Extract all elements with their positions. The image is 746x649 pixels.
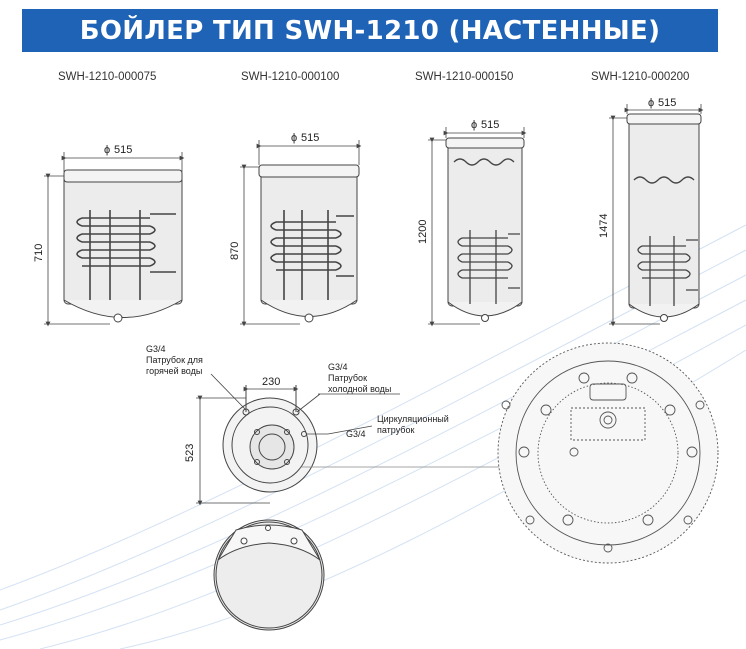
cold-pipe-thread: G3/4 [328, 362, 348, 372]
height-200: 1474 [598, 214, 610, 238]
circ-pipe-label-1: Циркуляционный [377, 414, 449, 424]
diameter-symbol-150: ϕ [471, 119, 477, 131]
tank-100 [258, 164, 360, 323]
circ-pipe-thread: G3/4 [346, 429, 366, 439]
cold-pipe-label-1: Патрубок [328, 373, 367, 383]
hot-pipe-label-1: Патрубок для [146, 355, 203, 365]
dim-150 [428, 127, 527, 327]
diameter-150: 515 [481, 119, 499, 131]
hot-pipe-label-2: горячей воды [146, 366, 202, 376]
depth-dim: 523 [184, 444, 196, 462]
page-title: БОЙЛЕР ТИП SWH-1210 (НАСТЕННЫЕ) [79, 15, 661, 46]
model-label-100: SWH-1210-000100 [241, 71, 340, 83]
height-150: 1200 [417, 220, 429, 244]
plan-view [222, 385, 318, 493]
model-label-150: SWH-1210-000150 [415, 71, 514, 83]
diameter-symbol-200: ϕ [648, 97, 654, 109]
diameter-symbol-100: ϕ [291, 132, 297, 144]
dim-100 [240, 140, 362, 327]
dim-75 [44, 152, 185, 327]
height-100: 870 [229, 242, 241, 260]
tank-200 [626, 113, 702, 322]
tank-150 [445, 137, 525, 322]
hot-pipe-thread: G3/4 [146, 344, 166, 354]
diameter-symbol-75: ϕ [104, 144, 110, 156]
model-label-200: SWH-1210-000200 [591, 71, 690, 83]
cold-pipe-label-2: холодной воды [328, 384, 391, 394]
diameter-75: 515 [114, 144, 132, 156]
width-dim: 230 [262, 376, 280, 388]
circ-pipe-label-2: патрубок [377, 425, 414, 435]
diameter-200: 515 [658, 97, 676, 109]
diameter-100: 515 [301, 132, 319, 144]
plan-dimensions [196, 373, 400, 506]
dim-200 [609, 104, 704, 327]
model-label-75: SWH-1210-000075 [58, 71, 157, 83]
height-75: 710 [33, 244, 45, 262]
title-banner: БОЙЛЕР ТИП SWH-1210 (НАСТЕННЫЕ) [22, 9, 718, 52]
detail-view [497, 342, 719, 564]
tank-75 [63, 169, 183, 323]
bottom-view [213, 519, 325, 631]
